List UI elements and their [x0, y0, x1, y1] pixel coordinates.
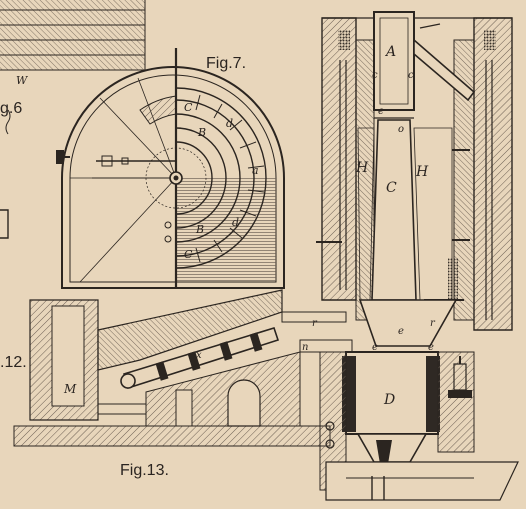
furnace-letter-c-right: c	[408, 70, 414, 81]
furnace-chamber-a	[373, 11, 415, 111]
fig13-inclined-flue	[97, 289, 283, 371]
fig13-caption: Fig.13.	[120, 462, 169, 479]
furnace-letter-h-left: H	[355, 160, 369, 176]
fig12-caption: .12.	[0, 354, 27, 371]
fig7-inner-arch	[69, 74, 277, 283]
fig7-letter-b-top: B	[197, 126, 206, 139]
furnace-letter-e-right: e	[428, 342, 434, 353]
fig7-valve	[56, 150, 64, 164]
furnace-letter-d: D	[383, 392, 395, 408]
furnace-letter-e-middle: e	[398, 326, 404, 337]
fig7-outer-arch	[61, 66, 285, 289]
furnace-letter-n: n	[302, 342, 308, 353]
furnace-cone	[358, 299, 458, 347]
fig6-letter-w: W	[16, 74, 29, 87]
furnace-letter-a: A	[384, 44, 396, 60]
fig12-13-drawing	[13, 289, 331, 447]
furnace-letter-r-right: r	[430, 318, 436, 329]
fig7-letter-c-bottom: C	[184, 248, 193, 261]
fig7-blade-ring	[139, 95, 177, 125]
fig13-inclined-pipe	[120, 327, 280, 390]
furnace-letter-c-left: c	[372, 70, 378, 81]
fig12-letter-m: M	[63, 382, 77, 396]
fig6-caption: g.6	[0, 100, 22, 117]
furnace-right-wall	[473, 17, 513, 331]
fig7-letter-d-top: d	[226, 117, 233, 130]
fig7-letter-c-top: C	[184, 101, 193, 114]
furnace-letter-r-left: r	[312, 318, 318, 329]
furnace-shaft-c	[371, 119, 417, 301]
fig13-letter-x: x	[196, 350, 202, 361]
furnace-drawing	[281, 11, 519, 501]
fig7-letter-d-bottom: d	[232, 216, 239, 229]
fig6-fragment	[0, 0, 146, 239]
furnace-letter-c-shaft: C	[386, 180, 397, 196]
fig7-letter-b-bottom: B	[195, 223, 204, 236]
furnace-letter-e-left: e	[372, 342, 378, 353]
fig7-letter-a-right: a	[252, 164, 259, 177]
furnace-feed-chute	[413, 38, 476, 102]
furnace-left-wall	[321, 17, 357, 301]
fig7-caption: Fig.7.	[206, 55, 246, 72]
furnace-letter-e-top: e	[378, 106, 384, 117]
furnace-letter-h-right: H	[415, 164, 429, 180]
furnace-letter-o: o	[398, 124, 404, 135]
fig7-drawing	[56, 48, 285, 289]
